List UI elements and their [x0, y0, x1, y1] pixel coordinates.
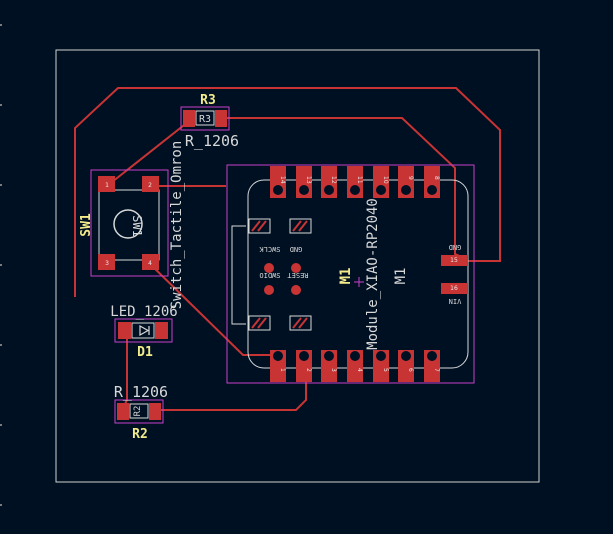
m1-bottom-pin-label: 2	[305, 368, 312, 372]
m1-label-gnd-right: GND	[449, 243, 462, 251]
m1-label-swdio: SWDIO	[259, 271, 280, 279]
d1-pad-1[interactable]	[118, 322, 131, 339]
m1-top-pin-label: 14	[279, 176, 286, 184]
sw1-button	[113, 209, 143, 239]
board-outline	[55, 49, 540, 483]
m1-bottom-pin-label: 4	[356, 368, 363, 372]
m1-value: Module_XIAO-RP2040	[365, 198, 381, 350]
m1-right-pad-number: 15	[450, 257, 458, 264]
r3-pad-2[interactable]	[215, 110, 227, 127]
sw1-pad-2-number: 2	[148, 182, 152, 189]
m1-bottom-pads[interactable]: 1 2 3 4 5 6 7	[270, 350, 440, 382]
r3-pad-1[interactable]	[183, 110, 195, 127]
r2-courtyard	[114, 399, 164, 424]
m1-label-vin: VIN	[449, 297, 462, 305]
m1-top-pin-label: 10	[382, 176, 389, 184]
sw1-pad-4-number: 4	[148, 260, 152, 267]
component-r3[interactable]: R3 R3 R_1206	[180, 93, 239, 150]
m1-bottom-pin-label: 1	[279, 368, 286, 372]
d1-courtyard	[114, 318, 173, 343]
sw1-body	[98, 189, 160, 261]
sw1-body-label: SW1	[130, 215, 144, 237]
sw1-pad-3[interactable]	[98, 254, 115, 270]
d1-body	[131, 322, 155, 339]
sw1-pad-3-number: 3	[105, 260, 109, 267]
m1-top-pin-label: 8	[433, 176, 440, 180]
r3-body	[195, 110, 215, 126]
diode-symbol-icon	[139, 324, 150, 337]
r2-pad-2[interactable]	[149, 403, 161, 420]
r2-value: R_1206	[114, 383, 168, 401]
m1-right-pad-number: 16	[450, 285, 458, 292]
grid-markers	[0, 24, 2, 506]
m1-ref: M1	[338, 268, 354, 285]
trace-sw1-to-m1	[147, 261, 275, 356]
m1-bottom-pin-label: 3	[330, 368, 337, 372]
m1-top-pads[interactable]: 14 13 12 11 10 9 8	[270, 166, 440, 198]
m1-usb-outline	[231, 225, 246, 325]
r3-courtyard	[180, 106, 230, 131]
m1-top-pin-label: 9	[407, 176, 414, 180]
d1-ref: D1	[137, 345, 153, 360]
r3-value: R_1206	[185, 132, 239, 150]
sw1-pad-1[interactable]	[98, 176, 115, 192]
component-sw1[interactable]: SW1 1 2 3 4 SW1 Switch_Tactile_Omron	[79, 141, 185, 310]
r3-body-label: R3	[199, 114, 211, 125]
sw1-pad-1-number: 1	[105, 182, 109, 189]
d1-value: LED_1206	[110, 304, 177, 320]
r2-ref: R2	[132, 427, 148, 442]
m1-top-pin-label: 13	[305, 176, 312, 184]
m1-label-reset: RESET	[287, 271, 309, 279]
m1-bottom-pin-label: 6	[407, 368, 414, 372]
r2-body-label: R2	[133, 406, 143, 417]
r2-pad-1[interactable]	[117, 403, 129, 420]
sw1-pad-4[interactable]	[142, 254, 159, 270]
trace-sw1-to-r3	[106, 117, 194, 187]
sw1-pad-2[interactable]	[142, 176, 159, 192]
component-d1[interactable]: LED_1206 D1	[110, 304, 177, 360]
m1-keepout-squares	[248, 218, 312, 331]
m1-label-gnd: GND	[290, 245, 303, 253]
sw1-value: Switch_Tactile_Omron	[169, 141, 185, 310]
m1-courtyard	[226, 164, 475, 384]
m1-top-pin-label: 12	[330, 176, 337, 184]
d1-pad-2[interactable]	[155, 322, 168, 339]
r2-body	[129, 403, 149, 419]
sw1-courtyard	[90, 169, 169, 277]
m1-origin-crosshair	[354, 277, 364, 287]
sw1-ref: SW1	[79, 213, 94, 237]
r3-ref: R3	[200, 93, 216, 108]
m1-right-pads[interactable]: 15 16	[441, 255, 468, 294]
m1-bottom-pin-label: 7	[433, 368, 440, 372]
m1-bottom-pin-label: 5	[382, 368, 389, 372]
trace-outer-loop	[74, 87, 501, 297]
component-r2[interactable]: R2 R_1206 R2	[114, 383, 168, 442]
component-m1[interactable]: 14 13 12 11 10 9 8 1 2 3 4 5	[226, 164, 475, 384]
m1-top-pin-label: 11	[356, 176, 363, 184]
m1-debug-pads[interactable]	[264, 263, 301, 295]
m1-ref-fab: M1	[393, 268, 409, 285]
m1-label-swclk: SWCLK	[259, 245, 281, 253]
